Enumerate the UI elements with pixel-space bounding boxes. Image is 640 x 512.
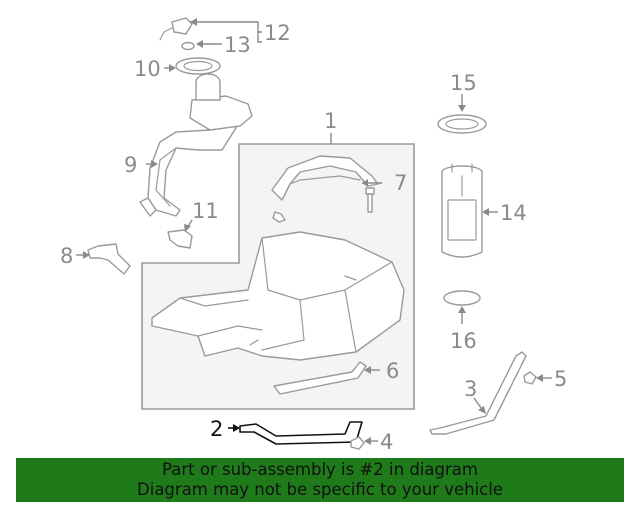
strap-6 xyxy=(273,361,367,395)
callout-13: 13 xyxy=(224,33,251,57)
strap-2 xyxy=(239,421,363,445)
callout-9-arrow xyxy=(151,160,158,168)
callout-1: 1 xyxy=(324,109,337,133)
callout-16: 16 xyxy=(450,329,477,353)
cap-12 xyxy=(159,17,193,41)
lock-ring-15 xyxy=(437,114,487,134)
gasket-16 xyxy=(443,290,481,306)
filler-neck xyxy=(189,73,253,131)
bracket-8 xyxy=(87,243,131,275)
callout-7-arrow xyxy=(362,179,368,187)
callout-11-arrow xyxy=(184,224,191,232)
callout-2-arrow xyxy=(233,424,240,432)
callout-8: 8 xyxy=(60,244,73,268)
nut-4 xyxy=(350,436,365,450)
callout-5: 5 xyxy=(554,367,567,391)
ring-10-inner xyxy=(183,60,213,72)
callout-9: 9 xyxy=(124,153,137,177)
callout-12: 12 xyxy=(264,21,291,45)
callout-12-leader xyxy=(190,21,262,43)
callout-10-arrow xyxy=(169,64,176,72)
info-banner: Part or sub-assembly is #2 in diagram Di… xyxy=(16,458,624,502)
banner-line-1: Part or sub-assembly is #2 in diagram xyxy=(162,460,478,479)
callout-16-arrow xyxy=(458,306,466,313)
callout-5-arrow xyxy=(536,374,543,382)
lock-ring-15-inner xyxy=(445,118,479,130)
callout-3: 3 xyxy=(464,377,477,401)
fuel-pump-14 xyxy=(441,163,483,258)
fuel-tank xyxy=(151,231,405,361)
parts-diagram: 1 7 6 2 4 3 5 xyxy=(60,17,567,454)
callout-11: 11 xyxy=(192,199,219,223)
callout-4-arrow xyxy=(364,437,371,445)
banner-line-2: Diagram may not be specific to your vehi… xyxy=(137,480,503,499)
callout-6-arrow xyxy=(364,366,371,374)
ring-10 xyxy=(175,57,221,75)
callout-4: 4 xyxy=(380,430,393,454)
nut-5 xyxy=(523,371,537,385)
callout-13-arrow xyxy=(196,40,203,48)
callout-8-arrow xyxy=(83,251,90,259)
strap-3 xyxy=(429,351,527,435)
callout-3-arrow xyxy=(478,406,486,414)
callout-14-arrow xyxy=(482,208,489,216)
callout-2: 2 xyxy=(210,417,223,441)
gasket-13 xyxy=(181,41,195,51)
callout-14: 14 xyxy=(500,201,527,225)
callout-12-arrow xyxy=(190,18,197,26)
callout-10: 10 xyxy=(134,57,161,81)
callout-7: 7 xyxy=(394,171,407,195)
callout-15: 15 xyxy=(450,71,477,95)
clip-11 xyxy=(167,229,193,249)
bolt-7 xyxy=(365,187,375,213)
callout-6: 6 xyxy=(386,359,399,383)
callout-15-arrow xyxy=(458,105,466,112)
